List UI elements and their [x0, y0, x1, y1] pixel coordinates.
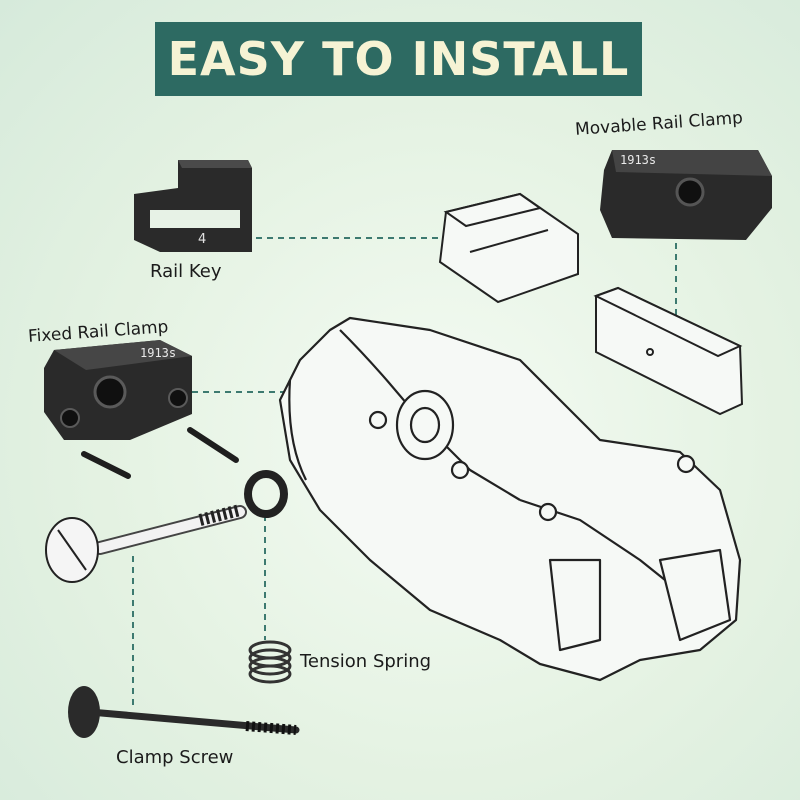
- rail-key-part: [134, 160, 252, 252]
- movable-rail-clamp-part: [600, 150, 772, 240]
- clamp-screw-part: [68, 686, 300, 738]
- clamp-screw-label: Clamp Screw: [116, 747, 234, 768]
- page-title: EASY TO INSTALL: [167, 32, 630, 86]
- tension-spring-part: [248, 640, 292, 684]
- small-screws: [81, 427, 239, 479]
- rail-key-label: Rail Key: [150, 261, 222, 282]
- rail-key-marking: 4: [198, 232, 207, 247]
- fixed-clamp-marking: 1913s: [140, 346, 177, 360]
- light-body-line-art: [278, 316, 742, 682]
- title-banner: EASY TO INSTALL: [155, 22, 642, 96]
- movable-clamp-line-art: [593, 286, 744, 416]
- leader-lines: [132, 232, 677, 705]
- fixed-rail-clamp-part: [44, 340, 192, 440]
- rail-key-line-art: [438, 192, 579, 304]
- tension-spring-label: Tension Spring: [300, 651, 432, 672]
- thumb-screw-part: [45, 504, 247, 583]
- ring-part: [244, 470, 288, 518]
- movable-clamp-marking: 1913s: [620, 153, 657, 167]
